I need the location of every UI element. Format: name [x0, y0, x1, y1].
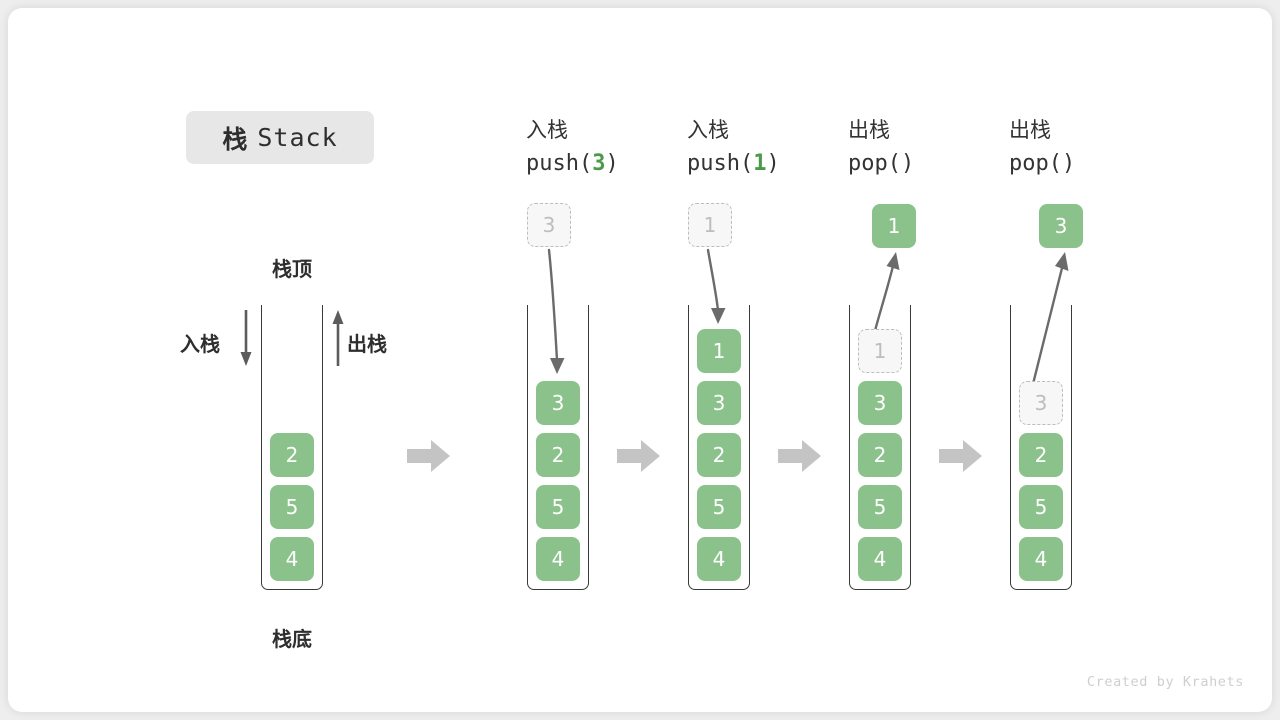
stack-cell: 4	[1019, 537, 1063, 581]
pop-direction-label: 出栈	[347, 332, 387, 356]
stack-container-4	[1010, 305, 1072, 590]
push-direction-label: 入栈	[180, 332, 220, 356]
stack-cell: 5	[697, 485, 741, 529]
push-down-arrow-icon	[236, 308, 256, 368]
stage-header-pop-3: 出栈 pop()	[1009, 113, 1139, 181]
flow-arrow-icon	[617, 439, 661, 473]
stack-bottom-label: 栈底	[272, 627, 312, 651]
vacated-ghost-cell: 1	[858, 329, 902, 373]
stack-container-0	[261, 305, 323, 590]
stack-cell: 5	[536, 485, 580, 529]
stage-op-code: pop()	[848, 151, 915, 176]
vacated-ghost-cell: 3	[1019, 381, 1063, 425]
stack-container-2	[688, 305, 750, 590]
stage-op-cn: 出栈	[1009, 118, 1051, 142]
pop-up-arrow-icon	[328, 308, 348, 368]
incoming-ghost-cell: 1	[688, 203, 732, 247]
figure-title-en: Stack	[257, 123, 338, 152]
stage-op-code: push(3)	[526, 151, 619, 176]
stage-header-push-3: 入栈 push(3)	[526, 113, 656, 181]
stage-op-cn: 入栈	[526, 118, 568, 142]
flow-arrow-icon	[939, 439, 983, 473]
stack-cell: 4	[536, 537, 580, 581]
stack-cell: 1	[697, 329, 741, 373]
flow-arrow-icon	[778, 439, 822, 473]
stack-cell: 3	[536, 381, 580, 425]
push-curve-arrow-icon	[688, 248, 748, 348]
stack-cell: 2	[858, 433, 902, 477]
stack-cell: 3	[697, 381, 741, 425]
figure-title-cn: 栈	[222, 124, 249, 154]
popped-cell: 1	[872, 204, 916, 248]
incoming-ghost-cell: 3	[527, 203, 571, 247]
stage-op-cn: 入栈	[687, 118, 729, 142]
diagram-canvas: 栈 Stack 栈顶 栈底 入栈 出栈 2 5 4 入栈 push(3) 3	[8, 8, 1272, 712]
flow-arrow-icon	[407, 439, 451, 473]
stack-cell: 3	[858, 381, 902, 425]
stack-cell: 5	[1019, 485, 1063, 529]
stack-container-1	[527, 305, 589, 590]
stack-cell: 5	[858, 485, 902, 529]
stack-cell: 4	[858, 537, 902, 581]
stack-cell: 5	[270, 485, 314, 529]
stack-top-label: 栈顶	[272, 257, 312, 281]
stage-header-push-1: 入栈 push(1)	[687, 113, 817, 181]
stack-container-3	[849, 305, 911, 590]
stack-cell: 4	[697, 537, 741, 581]
stage-header-pop-1: 出栈 pop()	[848, 113, 978, 181]
popped-cell: 3	[1039, 204, 1083, 248]
stack-cell: 2	[270, 433, 314, 477]
figure-title: 栈 Stack	[186, 111, 374, 164]
credit-text: Created by Krahets	[1086, 674, 1244, 690]
stack-cell: 2	[1019, 433, 1063, 477]
stage-op-code: pop()	[1009, 151, 1076, 176]
stack-cell: 4	[270, 537, 314, 581]
stack-cell: 2	[536, 433, 580, 477]
stage-op-code: push(1)	[687, 151, 780, 176]
stack-cell: 2	[697, 433, 741, 477]
push-curve-arrow-icon	[527, 248, 587, 383]
stage-op-cn: 出栈	[848, 118, 890, 142]
